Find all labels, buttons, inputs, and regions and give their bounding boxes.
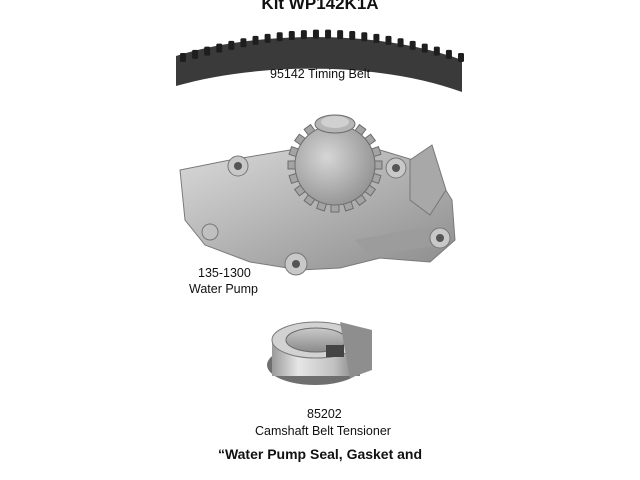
tensioner-number: 85202 — [307, 407, 342, 421]
timing-belt-label: 95142 Timing Belt — [270, 67, 371, 81]
water-pump-image — [179, 114, 456, 276]
water-pump-number: 135-1300 — [198, 266, 251, 280]
kit-footnote: “Water Pump Seal, Gasket and — [217, 446, 423, 462]
water-pump-name: Water Pump — [189, 282, 259, 296]
timing-belt-image — [176, 29, 464, 92]
kit-title: Kit WP142K1A — [261, 0, 379, 13]
tensioner-name: Camshaft Belt Tensioner — [255, 424, 391, 438]
tensioner-image — [267, 321, 372, 385]
